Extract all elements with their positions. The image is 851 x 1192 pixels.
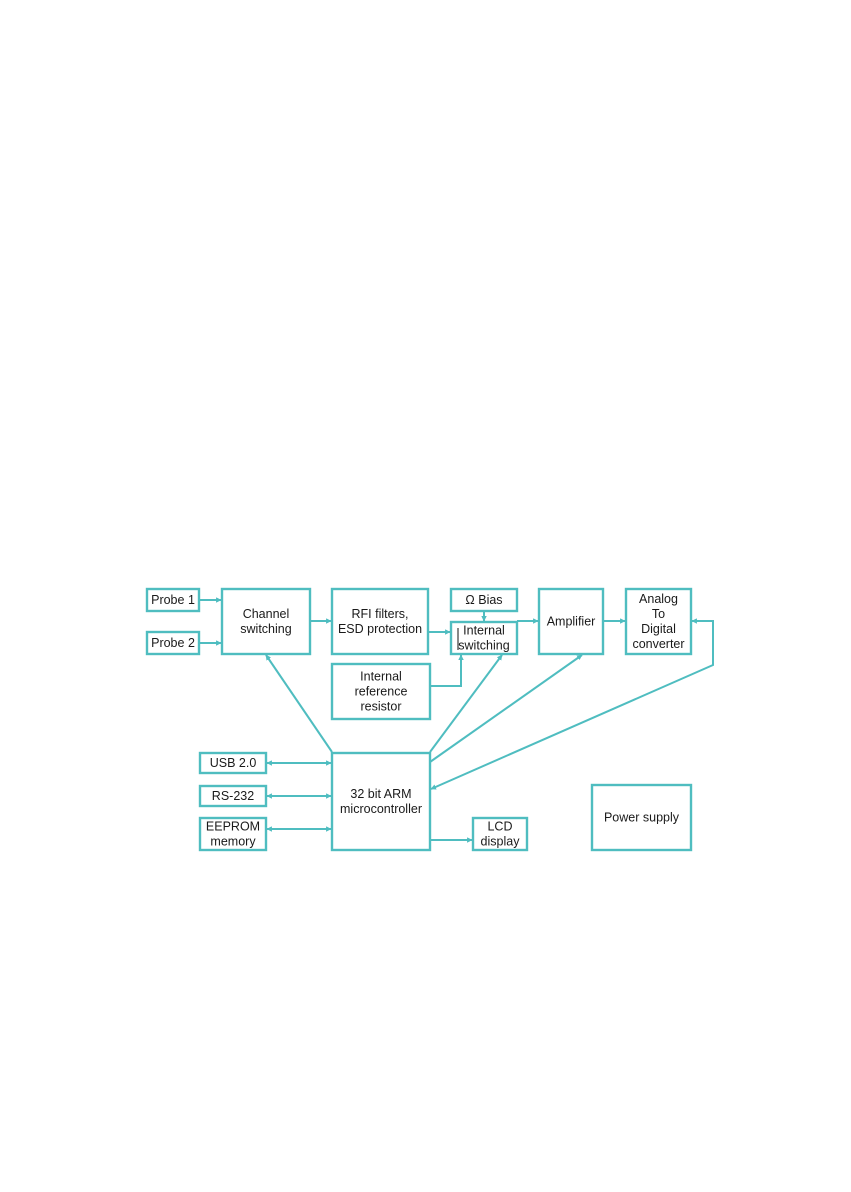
block-eeprom-label-line-2: memory (210, 835, 256, 849)
block-rfi: RFI filters,ESD protection (332, 589, 428, 654)
block-intref-label-line-1: Internal (360, 670, 402, 684)
block-intref-label-line-2: reference (355, 685, 408, 699)
connector-mcu-to-channel (266, 655, 332, 752)
block-adc-label-line-4: converter (632, 637, 684, 651)
block-rfi-label-line-2: ESD protection (338, 622, 422, 636)
block-amp: Amplifier (539, 589, 603, 654)
block-rs232: RS-232 (200, 786, 266, 806)
block-adc-label-line-3: Digital (641, 622, 676, 636)
block-bias-label-line-1: Ω Bias (465, 593, 502, 607)
block-lcd-label-line-1: LCD (487, 820, 512, 834)
block-probe1: Probe 1 (147, 589, 199, 611)
block-rs232-label-line-1: RS-232 (212, 789, 254, 803)
block-mcu-label-line-1: 32 bit ARM (350, 787, 411, 801)
block-probe1-label-line-1: Probe 1 (151, 593, 195, 607)
block-probe2-label-line-1: Probe 2 (151, 636, 195, 650)
block-power-label-line-1: Power supply (604, 811, 680, 825)
block-adc-label-line-2: To (652, 607, 665, 621)
block-intsw-label-line-1: Internal (463, 624, 505, 638)
block-eeprom-label-line-1: EEPROM (206, 820, 260, 834)
connector-mcu-to-amp (430, 655, 582, 762)
block-bias: Ω Bias (451, 589, 517, 611)
block-probe2: Probe 2 (147, 632, 199, 654)
block-intref-label-line-3: resistor (361, 700, 402, 714)
block-channel-label-line-2: switching (240, 622, 291, 636)
block-channel-label-line-1: Channel (243, 607, 290, 621)
connector-intref-to-intsw (430, 655, 461, 686)
block-usb: USB 2.0 (200, 753, 266, 773)
block-amp-label-line-1: Amplifier (547, 615, 596, 629)
block-usb-label-line-1: USB 2.0 (210, 756, 257, 770)
block-intsw-label-line-2: switching (458, 639, 509, 653)
block-lcd-label-line-2: display (481, 835, 521, 849)
block-power: Power supply (592, 785, 691, 850)
block-rfi-label-line-1: RFI filters, (352, 607, 409, 621)
block-mcu-label-line-2: microcontroller (340, 802, 422, 816)
block-adc-label-line-1: Analog (639, 592, 678, 606)
